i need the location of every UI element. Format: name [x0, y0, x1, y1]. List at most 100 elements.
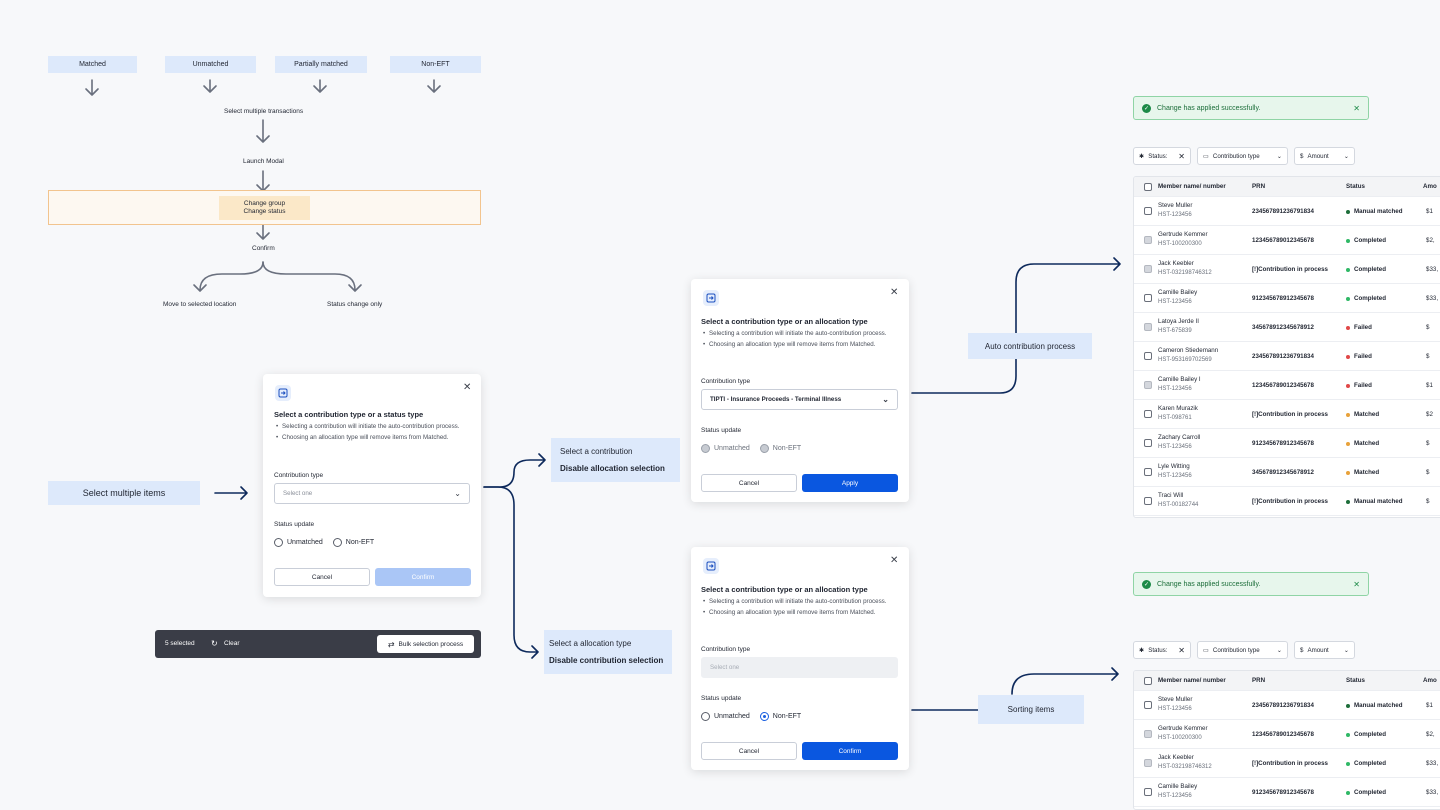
status-filter[interactable]: ✱Status:✕	[1133, 147, 1191, 165]
amount-cell: $	[1426, 324, 1430, 331]
row-checkbox[interactable]	[1144, 788, 1152, 796]
row-checkbox[interactable]	[1144, 352, 1152, 360]
status-label: Completed	[1354, 760, 1386, 767]
close-icon[interactable]: ✕	[890, 287, 899, 298]
modal-title: Select a contribution type or an allocat…	[701, 317, 868, 326]
row-checkbox[interactable]	[1144, 468, 1152, 476]
status-label: Matched	[1354, 411, 1380, 418]
move-icon	[703, 290, 719, 306]
row-checkbox[interactable]	[1144, 294, 1152, 302]
status-dot-icon	[1346, 354, 1350, 359]
toast-message: Change has applied successfully.	[1157, 580, 1261, 588]
status-dot-icon	[1346, 383, 1350, 388]
amount-cell: $	[1426, 440, 1430, 447]
contribution-type-filter[interactable]: ▭Contribution type⌄	[1197, 641, 1288, 659]
confirm-button[interactable]: Confirm	[375, 568, 471, 586]
close-icon[interactable]: ✕	[1353, 103, 1360, 113]
clear-icon[interactable]: ✕	[1178, 645, 1185, 655]
radio-unmatched[interactable]: Unmatched	[701, 712, 750, 721]
status-filter[interactable]: ✱Status:✕	[1133, 641, 1191, 659]
member-number: HST-675839	[1158, 328, 1192, 334]
amount-filter[interactable]: $Amount⌄	[1294, 147, 1355, 165]
status-badge: Failed	[1346, 382, 1372, 389]
select-all-checkbox[interactable]	[1144, 183, 1152, 191]
row-checkbox[interactable]	[1144, 410, 1152, 418]
status-label: Failed	[1354, 324, 1372, 331]
close-icon[interactable]: ✕	[1353, 579, 1360, 589]
filter-label: Status:	[1148, 646, 1168, 654]
modal-contribution-selected: ✕ Select a contribution type or an alloc…	[691, 279, 909, 502]
contribution-type-select[interactable]: TIPTI - Insurance Proceeds - Terminal Il…	[701, 389, 898, 410]
modal-bullet: Selecting a contribution will initiate t…	[274, 422, 474, 433]
cancel-button[interactable]: Cancel	[701, 742, 797, 760]
status-dot-icon	[1346, 412, 1350, 417]
radio-label: Non-EFT	[772, 445, 802, 452]
contribution-type-filter[interactable]: ▭Contribution type⌄	[1197, 147, 1288, 165]
apply-button[interactable]: Apply	[802, 474, 898, 492]
amount-filter[interactable]: $Amount⌄	[1294, 641, 1355, 659]
row-checkbox[interactable]	[1144, 207, 1152, 215]
amount-cell: $	[1426, 498, 1430, 505]
amount-cell: $	[1426, 353, 1430, 360]
radio-circle	[701, 444, 710, 453]
clear-button[interactable]: Clear	[224, 640, 240, 647]
close-icon[interactable]: ✕	[890, 555, 899, 566]
row-checkbox[interactable]	[1144, 497, 1152, 505]
prn-cell: 123456789012345678	[1252, 237, 1314, 244]
cancel-button[interactable]: Cancel	[274, 568, 370, 586]
status-badge: Matched	[1346, 411, 1379, 418]
close-icon[interactable]: ✕	[463, 382, 472, 393]
contribution-type-select[interactable]: Select one ⌄	[274, 483, 470, 504]
member-name: Jack Keebler	[1158, 754, 1194, 761]
filter-label: Status:	[1148, 152, 1168, 160]
column-header: Status	[1346, 183, 1365, 190]
status-dot-icon	[1346, 732, 1350, 737]
radio-non-eft[interactable]: Non-EFT	[759, 712, 801, 721]
status-badge: Completed	[1346, 789, 1386, 796]
amount-cell: $1	[1426, 208, 1433, 215]
row-checkbox[interactable]	[1144, 701, 1152, 709]
prn-cell: [!]Contribution in process	[1252, 411, 1328, 418]
row-checkbox[interactable]	[1144, 439, 1152, 447]
row-checkbox[interactable]	[1144, 236, 1152, 244]
bulk-selection-button[interactable]: ⇄ Bulk selection process	[377, 635, 474, 653]
modal-bullet: Choosing an allocation type will remove …	[701, 608, 901, 619]
confirm-button[interactable]: Confirm	[802, 742, 898, 760]
row-checkbox[interactable]	[1144, 730, 1152, 738]
toast-message: Change has applied successfully.	[1157, 104, 1261, 112]
chevron-down-icon: ⌄	[1343, 152, 1349, 160]
radio-non-eft[interactable]: Non-EFT	[332, 538, 374, 547]
row-checkbox[interactable]	[1144, 759, 1152, 767]
row-checkbox[interactable]	[1144, 323, 1152, 331]
chevron-down-icon: ⌄	[1276, 646, 1282, 654]
radio-unmatched[interactable]: Unmatched	[274, 538, 323, 547]
status-badge: Manual matched	[1346, 208, 1402, 215]
member-name: Gertrude Kemmer	[1158, 231, 1208, 238]
select-all-checkbox[interactable]	[1144, 677, 1152, 685]
clear-icon[interactable]: ✕	[1178, 151, 1185, 161]
flow-branch-move: Move to selected location	[163, 301, 237, 308]
status-label: Manual matched	[1354, 702, 1403, 709]
row-checkbox[interactable]	[1144, 381, 1152, 389]
row-checkbox[interactable]	[1144, 265, 1152, 273]
cancel-button[interactable]: Cancel	[701, 474, 797, 492]
amount-cell: $33,	[1426, 266, 1439, 273]
